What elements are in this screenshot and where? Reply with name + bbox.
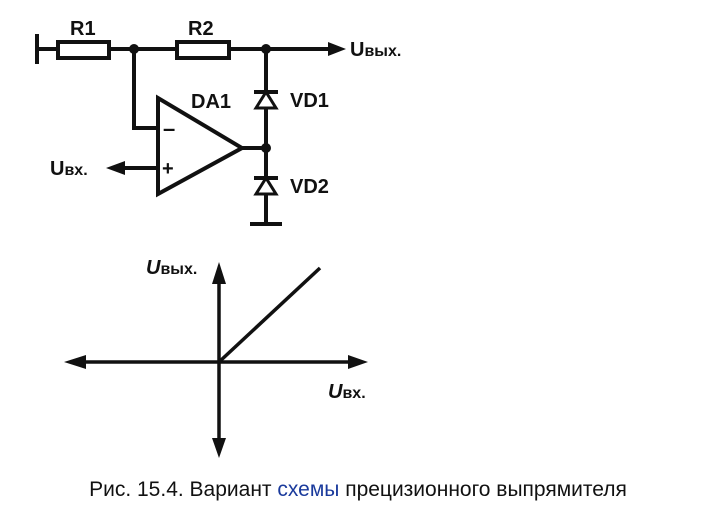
graph-y-label: Uвых. bbox=[146, 257, 197, 279]
label-r1: R1 bbox=[70, 18, 96, 40]
label-uout: Uвых. bbox=[350, 39, 401, 61]
graph-transfer-line bbox=[217, 266, 322, 364]
label-r2: R2 bbox=[188, 18, 214, 40]
graph-y-arrow-top bbox=[212, 262, 226, 284]
graph-y-arrow-bottom bbox=[212, 438, 226, 458]
label-vd1: VD1 bbox=[290, 90, 329, 112]
output-arrow bbox=[328, 42, 346, 56]
label-plus: + bbox=[162, 158, 174, 180]
resistor-r1 bbox=[56, 40, 111, 60]
wire-feedback bbox=[132, 49, 158, 130]
graph-x-label: Uвх. bbox=[328, 381, 366, 403]
figure-caption: Рис. 15.4. Вариант схемы прецизионного в… bbox=[0, 478, 716, 502]
diode-vd1 bbox=[253, 89, 279, 110]
uin-arrow bbox=[106, 161, 125, 175]
graph-x-arrow-right bbox=[348, 355, 368, 369]
label-minus: – bbox=[163, 116, 175, 141]
opamp-da1 bbox=[156, 94, 247, 198]
graph-x-arrow-left bbox=[64, 355, 86, 369]
caption-link[interactable]: схемы bbox=[277, 478, 340, 501]
label-vd2: VD2 bbox=[290, 176, 329, 198]
label-uin: Uвх. bbox=[50, 158, 88, 180]
caption-suffix: прецизионного выпрямителя bbox=[339, 478, 627, 501]
resistor-r2 bbox=[175, 40, 231, 60]
label-da1: DA1 bbox=[191, 91, 231, 113]
caption-prefix: Рис. 15.4. Вариант bbox=[89, 478, 278, 501]
diode-vd2 bbox=[253, 175, 279, 196]
